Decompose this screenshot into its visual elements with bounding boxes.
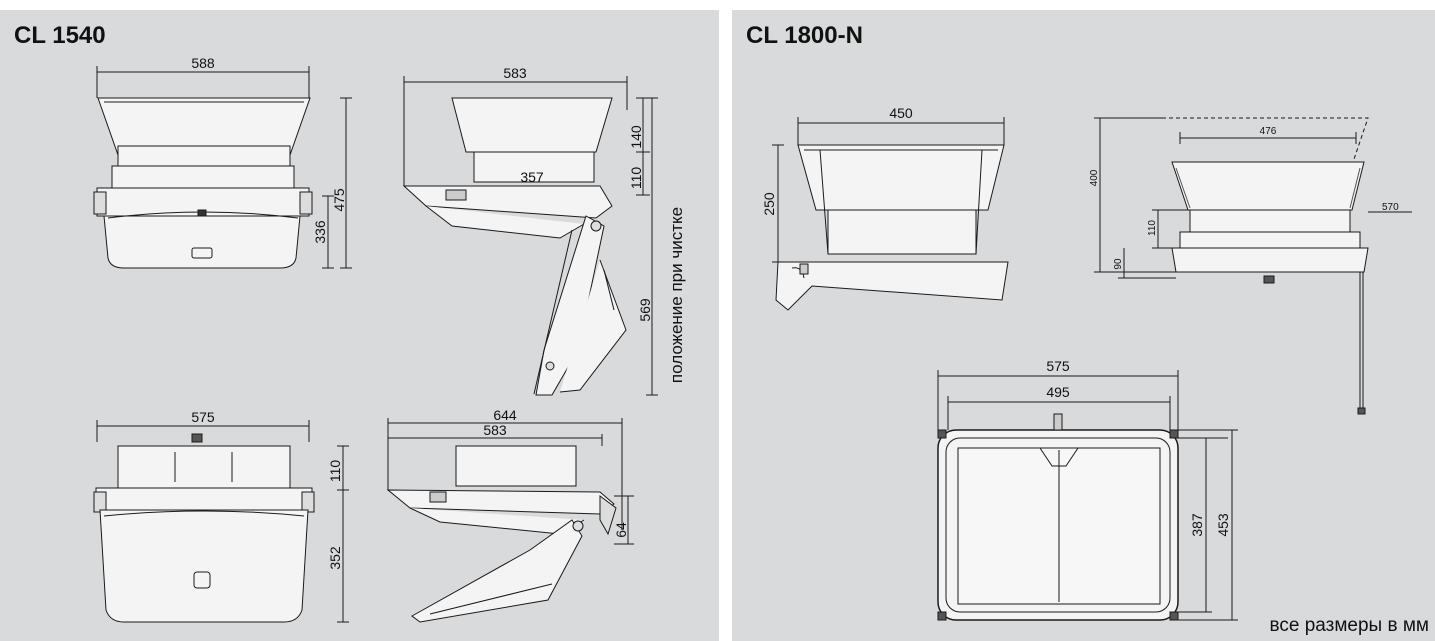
dim-140: 140 (628, 125, 644, 149)
cl1800n-plan-view (937, 413, 1179, 621)
units-note: все размеры в мм (1269, 615, 1430, 636)
cl1540-drawings: 588 475 336 (93, 55, 686, 623)
cl1800n-side-dims (772, 117, 1005, 263)
cleaning-position-label: положение при чистке (667, 207, 686, 383)
dim-357: 357 (520, 169, 544, 185)
cl1540-front-view-top (93, 97, 313, 269)
dim-575-left: 575 (191, 409, 215, 425)
cl1800n-front-dims (1094, 117, 1412, 279)
dim-250: 250 (761, 192, 777, 216)
cl1540-side-view-bottom (386, 445, 617, 623)
dim-400: 400 (1089, 169, 1100, 186)
dim-90: 90 (1113, 258, 1124, 270)
dim-583-bottom: 583 (483, 422, 507, 438)
dim-495: 495 (1046, 384, 1070, 400)
dim-453: 453 (1215, 513, 1231, 537)
cl1800n-plan-dims (937, 370, 1238, 621)
panel-cl1800n: CL 1800-N 450 250 (732, 10, 1435, 641)
dim-588: 588 (191, 55, 215, 71)
dim-476: 476 (1260, 126, 1277, 137)
dim-450: 450 (889, 105, 913, 121)
model-title-cl1540: CL 1540 (14, 22, 106, 49)
dim-569: 569 (637, 298, 653, 322)
panel-cl1540: CL 1540 588 475 336 (0, 10, 719, 641)
dim-110-right: 110 (1147, 220, 1158, 236)
cl1540-front-bottom-dims (96, 420, 349, 623)
model-title-cl1800n: CL 1800-N (746, 22, 863, 49)
cl1540-front-top-dims (96, 66, 352, 269)
cl1800n-front-view (1162, 117, 1369, 415)
dim-336: 336 (312, 220, 328, 244)
dim-570: 570 (1382, 202, 1399, 213)
dim-110-top: 110 (628, 167, 644, 190)
dim-575-right: 575 (1046, 358, 1070, 374)
cl1540-side-top-dims (403, 76, 658, 396)
dim-64: 64 (613, 522, 629, 538)
dim-475: 475 (331, 188, 347, 212)
dim-583-top: 583 (503, 65, 527, 81)
cl1540-front-view-bottom (93, 433, 315, 623)
dim-644: 644 (493, 407, 517, 423)
cl1800n-side-view (775, 144, 1009, 311)
dim-387: 387 (1189, 513, 1205, 537)
dim-110-bottom: 110 (327, 460, 343, 483)
dim-352: 352 (327, 546, 343, 570)
cl1800n-drawings: 450 250 476 (761, 105, 1412, 621)
cl1540-side-bottom-dims (387, 418, 634, 545)
cl1540-side-view-top (402, 97, 627, 396)
